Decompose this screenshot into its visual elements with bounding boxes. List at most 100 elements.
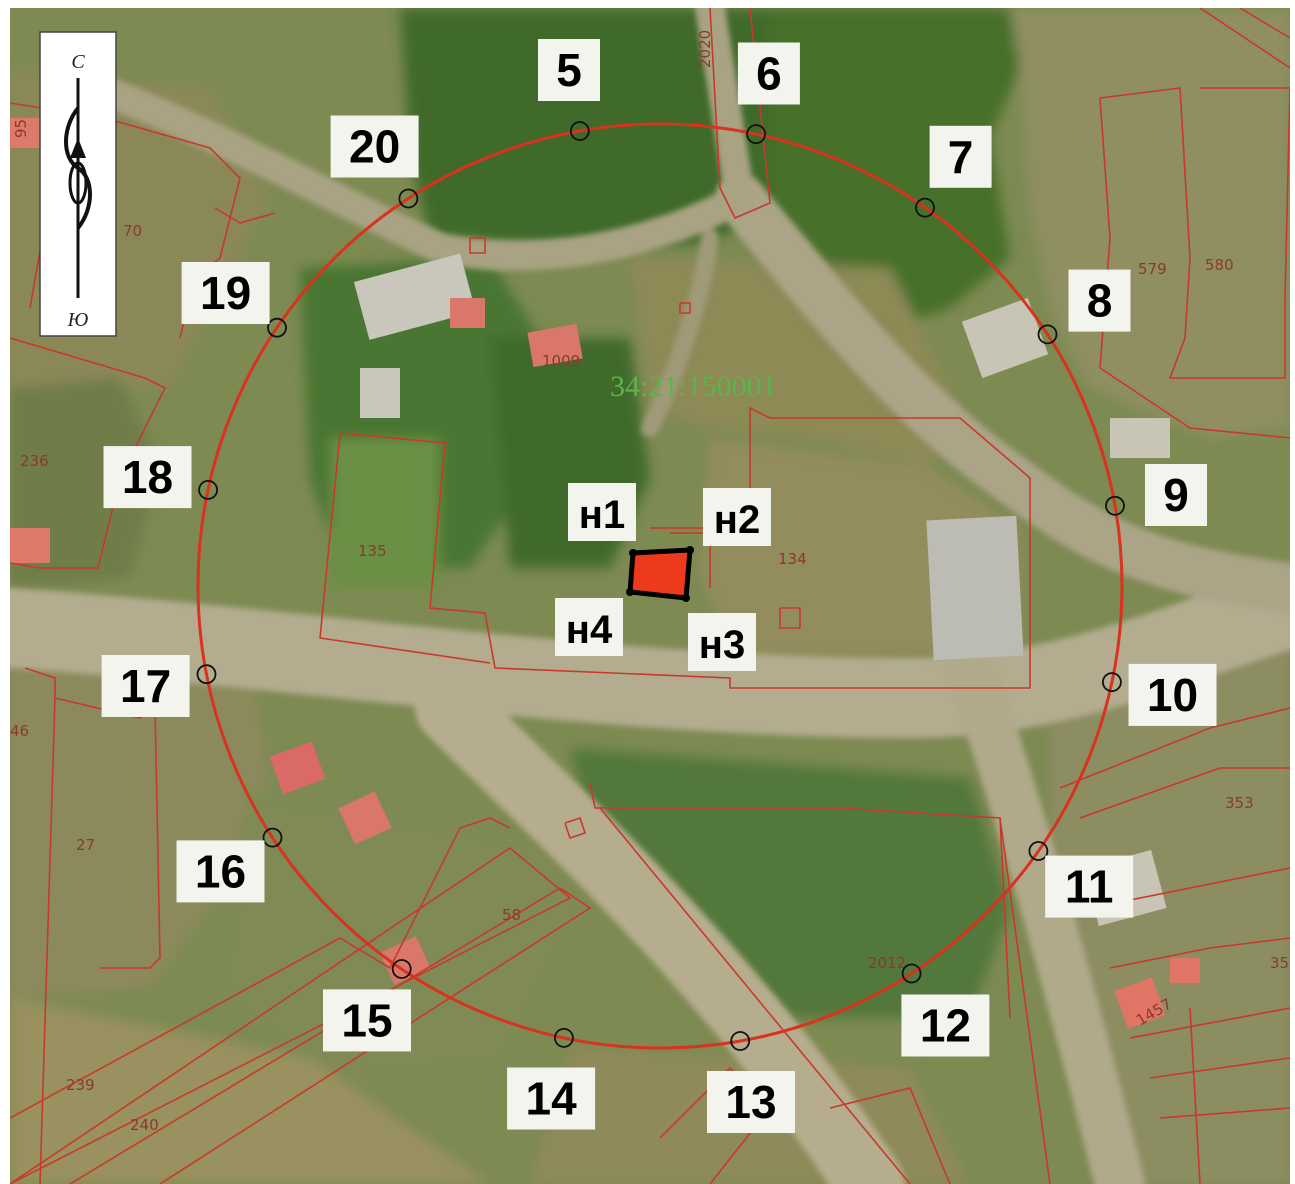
parcel-number: 239 bbox=[66, 1076, 95, 1094]
cadastral-quarter-label: 34:21:150001 bbox=[610, 370, 777, 403]
circle-point-8: 8 bbox=[1037, 269, 1131, 345]
site-vertex-n4 bbox=[626, 588, 634, 596]
circle-point-10: 10 bbox=[1102, 663, 1217, 726]
circle-point-label-text: 6 bbox=[756, 48, 782, 100]
parcel-number: 70 bbox=[123, 222, 142, 240]
site-vertices bbox=[626, 546, 694, 602]
circle-point-label-text: 12 bbox=[920, 1000, 971, 1052]
circle-point-label-box bbox=[707, 1071, 795, 1133]
circle-point-label-text: 17 bbox=[120, 660, 171, 712]
north-arrow: С Ю bbox=[39, 31, 117, 337]
circle-point-label-text: 10 bbox=[1147, 669, 1198, 721]
site-vertex-n2 bbox=[686, 546, 694, 554]
circle-point-15: 15 bbox=[323, 959, 412, 1052]
circle-point-16: 16 bbox=[176, 827, 283, 903]
circle-point-13: 13 bbox=[707, 1031, 795, 1133]
circle-point-7: 7 bbox=[915, 125, 992, 218]
site-label-n3: н3 bbox=[688, 613, 756, 671]
buildings-layer bbox=[10, 118, 1200, 1029]
parcel-number: 2020 bbox=[696, 30, 714, 68]
circle-vertex-marker bbox=[554, 1028, 574, 1048]
site-label-text: н3 bbox=[699, 623, 745, 667]
circle-point-label-text: 16 bbox=[195, 845, 246, 897]
circle-point-5: 5 bbox=[538, 39, 600, 141]
circle-point-label-text: 7 bbox=[948, 131, 974, 183]
site-label-text: н1 bbox=[579, 493, 625, 537]
circle-points: 5 6 7 8 9 10 11 12 13 14 15 16 17 18 19 20 bbox=[101, 39, 1217, 1133]
circle-point-19: 19 bbox=[181, 262, 287, 338]
circle-vertex-marker bbox=[267, 317, 287, 338]
circle-point-label-box bbox=[737, 42, 800, 105]
circle-point-11: 11 bbox=[1028, 841, 1134, 918]
circle-vertex-marker bbox=[901, 963, 922, 984]
parcel-number: 58 bbox=[502, 906, 521, 924]
circle-point-label-box bbox=[1068, 269, 1131, 332]
site-label-text: н4 bbox=[566, 608, 613, 652]
circle-point-label-box bbox=[330, 115, 419, 178]
circle-vertex-marker bbox=[196, 664, 217, 685]
circle-vertex-marker bbox=[391, 959, 412, 979]
circle-point-label-box bbox=[929, 125, 992, 188]
circle-vertex-marker bbox=[262, 827, 283, 848]
circle-point-label-text: 5 bbox=[556, 44, 582, 96]
parcel-number: 2012 bbox=[868, 954, 906, 972]
site-point-labels: н1 н2 н3 н4 bbox=[555, 483, 771, 671]
parcel-number: 1009 bbox=[542, 352, 580, 370]
circle-point-label-box bbox=[103, 446, 192, 509]
compass-north-label: С bbox=[71, 51, 85, 73]
site-polygon bbox=[627, 547, 693, 601]
circle-point-label-text: 13 bbox=[725, 1076, 776, 1128]
buffer-zone-circle bbox=[196, 122, 1124, 1050]
site-vertex-n3 bbox=[682, 594, 690, 602]
circle-point-label-box bbox=[1045, 855, 1134, 918]
site-vertex-n1 bbox=[629, 549, 637, 557]
parcel-number: 579 bbox=[1138, 260, 1167, 278]
circle-point-6: 6 bbox=[737, 42, 800, 144]
circle-vertex-marker bbox=[398, 188, 419, 209]
compass-south-label: Ю bbox=[67, 309, 89, 331]
circle-point-label-text: 8 bbox=[1087, 275, 1113, 327]
parcel-number: 236 bbox=[20, 452, 49, 470]
circle-point-label-box bbox=[323, 989, 411, 1052]
circle-vertex-marker bbox=[1028, 841, 1049, 861]
circle-vertex-marker bbox=[915, 197, 935, 218]
circle-point-label-box bbox=[181, 262, 270, 324]
site-label-n4: н4 bbox=[555, 598, 623, 656]
circle-point-12: 12 bbox=[901, 963, 990, 1057]
circle-point-label-box bbox=[176, 840, 265, 903]
circle-point-18: 18 bbox=[103, 446, 219, 509]
parcel-number: 351 bbox=[1270, 954, 1290, 972]
roads-layer bbox=[10, 8, 1290, 1184]
site-label-n2: н2 bbox=[703, 488, 771, 546]
circle-point-14: 14 bbox=[507, 1028, 596, 1130]
parcel-number: 353 bbox=[1225, 794, 1254, 812]
parcel-number: 580 bbox=[1205, 256, 1234, 274]
circle-point-label-text: 11 bbox=[1065, 861, 1114, 913]
circle-point-label-text: 9 bbox=[1163, 469, 1189, 521]
circle-point-20: 20 bbox=[330, 115, 419, 209]
parcel-number: 135 bbox=[358, 542, 387, 560]
circle-point-label-box bbox=[901, 994, 990, 1057]
circle-vertex-marker bbox=[730, 1031, 751, 1051]
circle-vertex-marker bbox=[746, 124, 766, 144]
parcel-number: 134 bbox=[778, 550, 807, 568]
parcel-number: 46 bbox=[10, 722, 29, 740]
circle-point-label-box bbox=[1145, 464, 1207, 526]
site-label-text: н2 bbox=[714, 498, 760, 542]
circle-vertex-marker bbox=[1037, 324, 1058, 345]
circle-point-17: 17 bbox=[101, 655, 217, 717]
parcel-number: 240 bbox=[130, 1116, 159, 1134]
site-label-n1: н1 bbox=[568, 483, 636, 541]
circle-vertex-marker bbox=[1105, 495, 1125, 516]
parcel-number: 27 bbox=[76, 836, 95, 854]
circle-point-label-text: 14 bbox=[526, 1073, 578, 1125]
circle-point-label-text: 19 bbox=[200, 267, 251, 319]
circle-point-9: 9 bbox=[1105, 464, 1207, 526]
circle-point-label-box bbox=[507, 1067, 596, 1130]
circle-point-label-box bbox=[101, 655, 190, 717]
circle-point-label-text: 18 bbox=[122, 451, 173, 503]
circle-vertex-marker bbox=[1102, 672, 1122, 692]
circle-point-label-text: 15 bbox=[341, 994, 392, 1046]
